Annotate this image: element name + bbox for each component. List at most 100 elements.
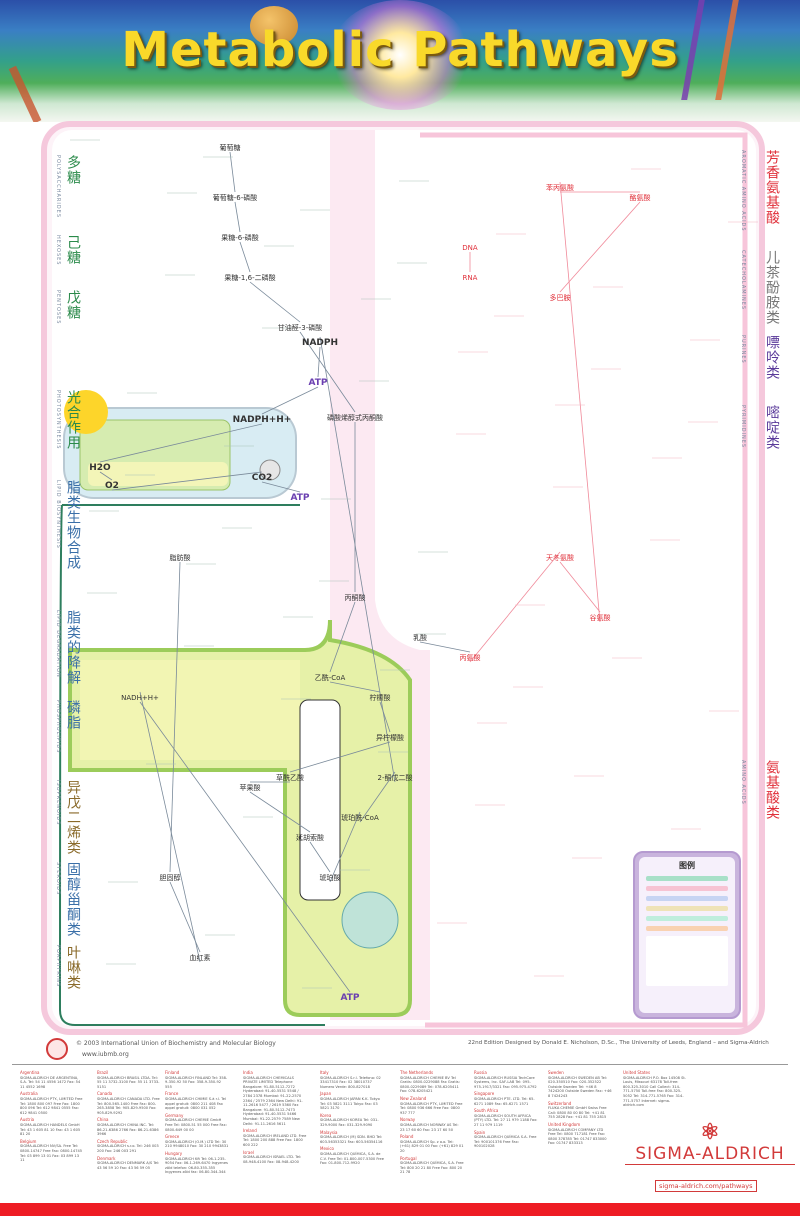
- category-label-english: PYRIMIDINES: [740, 405, 746, 449]
- category-label-english: PHOTOSYNTHESIS: [55, 390, 61, 450]
- footer-divider: [12, 1064, 788, 1065]
- legend-swatch: [646, 896, 728, 901]
- country-name: Japan: [320, 1091, 332, 1097]
- metabolite-node: 2-酮戊二酸: [378, 773, 413, 782]
- metabolite-node: 胆固醇: [160, 873, 181, 882]
- metabolite-node: 果糖-1,6-二磷酸: [224, 273, 275, 282]
- reaction-arrow: [359, 771, 396, 823]
- category-label-english: AMINO ACIDS: [740, 760, 746, 805]
- country-name: Russia: [474, 1070, 487, 1075]
- reaction-arrow: [249, 791, 311, 833]
- country-name: Australia: [20, 1091, 38, 1097]
- country-name: Brazil: [97, 1070, 109, 1075]
- country-name: Sweden: [548, 1070, 564, 1075]
- reaction-arrow: [299, 331, 356, 413]
- country-name: United Kingdom: [548, 1121, 581, 1127]
- country-name: The Netherlands: [400, 1070, 434, 1075]
- distributor-contact: SIGMA-ALDRICH (O.M.) LTD Tel: 30 210 994…: [165, 1139, 229, 1149]
- brand-name: SIGMA-ALDRICH: [625, 1144, 795, 1165]
- distributor-contact: FLUKA CHEMIE GmbH Swiss Free Call: 0800 …: [548, 1106, 607, 1120]
- distributor-contact: SIGMA-ALDRICH KOREA Tel: 031-329-9000 Fa…: [320, 1118, 379, 1127]
- category-label: 脂类的降解: [65, 610, 81, 685]
- category-label: 嘧啶类: [764, 405, 780, 450]
- country-name: Greece: [165, 1134, 180, 1140]
- metabolite-node: CO2: [252, 473, 273, 483]
- banner-glow: [330, 0, 470, 110]
- category-label: 戊糖: [65, 290, 81, 320]
- reaction-arrow: [559, 181, 601, 623]
- distributor-contact: SIGMA-ALDRICH NV/SA. Free Tel: 0800-1474…: [20, 1144, 83, 1163]
- iubmb-link[interactable]: www.iubmb.org: [82, 1051, 129, 1058]
- legend-swatch: [646, 926, 728, 931]
- distributor-contact: SIGMA-ALDRICH QUÍMICA, S.A. Free Tel: 80…: [400, 1161, 464, 1175]
- reaction-arrow: [139, 691, 201, 963]
- footer-red-bar: [0, 1203, 800, 1216]
- metabolite-node: 血红素: [190, 953, 211, 962]
- distributor-contact: SIGMA-ALDRICH JAPAN K.K. Tokyo Tel: 03 5…: [320, 1096, 380, 1111]
- metabolite-node: 丙酮酸: [345, 593, 366, 602]
- metabolite-node: 磷酸烯醇式丙酮酸: [327, 413, 383, 422]
- sun-icon: [64, 390, 108, 434]
- country-name: New Zealand: [400, 1095, 427, 1101]
- country-name: Israel: [243, 1149, 254, 1155]
- pathways-url[interactable]: sigma-aldrich.com/pathways: [655, 1180, 757, 1192]
- copyright: © 2003 International Union of Biochemist…: [76, 1040, 276, 1047]
- country-name: Korea: [320, 1112, 332, 1118]
- distributor-contact: SIGMA-ALDRICH HANDELS GmbH Tel: 43 1 605…: [20, 1122, 81, 1137]
- category-label: 己糖: [65, 235, 81, 265]
- country-name: Mexico: [320, 1146, 334, 1152]
- legend-swatch: [646, 876, 728, 881]
- category-label-english: PURINES: [740, 335, 746, 364]
- country-name: Canada: [97, 1091, 113, 1097]
- category-label: 磷脂: [65, 700, 81, 730]
- metabolite-node: ATP: [290, 493, 309, 503]
- distributor-contact: SIGMA-ALDRICH ISRAEL LTD. Tel: 08-948-41…: [243, 1155, 302, 1164]
- reaction-arrow: [261, 386, 319, 415]
- reaction-arrow: [329, 811, 361, 883]
- reaction-arrow: [239, 241, 251, 273]
- reaction-arrow: [319, 336, 396, 783]
- reaction-arrow: [559, 561, 601, 613]
- category-label: 脂类生物合成: [65, 480, 81, 570]
- metabolite-node: 苯丙氨酸: [546, 183, 574, 192]
- metabolite-node: 异柠檬酸: [376, 733, 404, 742]
- distributor-contact: SIGMA-ALDRICH s.r.o. Tel: 246 003 200 Fa…: [97, 1144, 159, 1153]
- legend-swatch: [646, 916, 728, 921]
- sigma-aldrich-logo: ⚛ SIGMA-ALDRICH: [625, 1120, 795, 1165]
- reaction-arrow: [261, 481, 301, 493]
- metabolite-node: RNA: [463, 274, 478, 282]
- country-name: Czech Republic: [97, 1138, 128, 1144]
- distributor-contact: SIGMA-ALDRICH QUÍMICA S.A. Free Tel: 900…: [474, 1135, 537, 1149]
- metabolite-node: 乳酸: [413, 633, 427, 642]
- metabolite-node: 草酰乙酸: [276, 773, 304, 782]
- country-name: Finland: [165, 1070, 180, 1075]
- category-label-english: AROMATIC AMINO ACIDS: [740, 150, 746, 232]
- metabolite-node: 琥珀酰-CoA: [341, 813, 379, 822]
- reaction-arrow: [99, 471, 113, 481]
- legend-swatch: [646, 886, 728, 891]
- reaction-arrow: [317, 346, 321, 378]
- category-label-english: PORPHYRINS: [55, 945, 61, 988]
- metabolite-node: 脂肪酸: [170, 553, 191, 562]
- reaction-arrow: [139, 701, 351, 993]
- distributor-contact: SIGMA-ALDRICH IRELAND LTD. Free Tel: 180…: [243, 1133, 307, 1147]
- category-label-english: LIPID DEGRADATION: [55, 610, 61, 678]
- metabolite-node: 柠檬酸: [370, 693, 391, 702]
- metabolite-node: 苹果酸: [240, 783, 261, 792]
- country-name: Norway: [400, 1117, 416, 1123]
- metabolite-node: NADPH: [302, 338, 338, 348]
- reaction-arrow: [329, 601, 356, 673]
- country-name: Argentina: [20, 1070, 40, 1075]
- distributor-contact: SIGMA-ALDRICH CANADA LTD. Free Tel: 800-…: [97, 1096, 160, 1115]
- country-name: Denmark: [97, 1155, 116, 1161]
- distributor-contact: SIGMA-ALDRICH DENMARK A/S Tel: 43 56 59 …: [97, 1161, 160, 1170]
- category-label: 叶啉类: [65, 945, 81, 990]
- metabolite-node: ATP: [340, 993, 359, 1003]
- distributor-contact: SIGMA-ALDRICH CHIMIE S.à r.l. Tel appel …: [165, 1096, 226, 1111]
- distributor-contact: SIGMA-ALDRICH BRASIL LTDA. Tel: 55 11 37…: [97, 1075, 160, 1089]
